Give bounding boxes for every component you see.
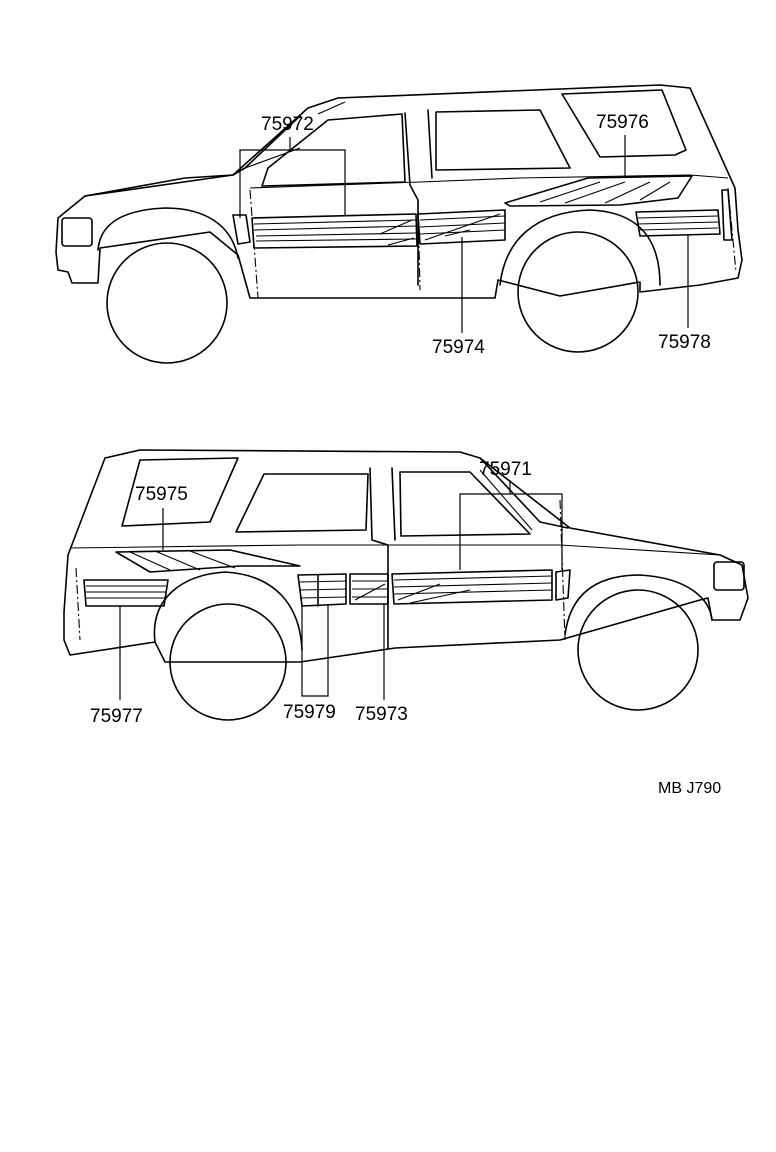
label-75977: 75977 [90, 706, 143, 727]
label-75976: 75976 [596, 112, 649, 133]
label-75972: 75972 [261, 114, 314, 135]
vehicle-left-side-view [63, 449, 749, 721]
vehicle-right-side-view [55, 84, 743, 364]
label-75979: 75979 [283, 702, 336, 723]
label-75973: 75973 [355, 704, 408, 725]
label-75975: 75975 [135, 484, 188, 505]
diagram-code: MB J790 [658, 780, 721, 797]
label-75978: 75978 [658, 332, 711, 353]
label-75974: 75974 [432, 337, 485, 358]
label-75971: 75971 [479, 459, 532, 480]
